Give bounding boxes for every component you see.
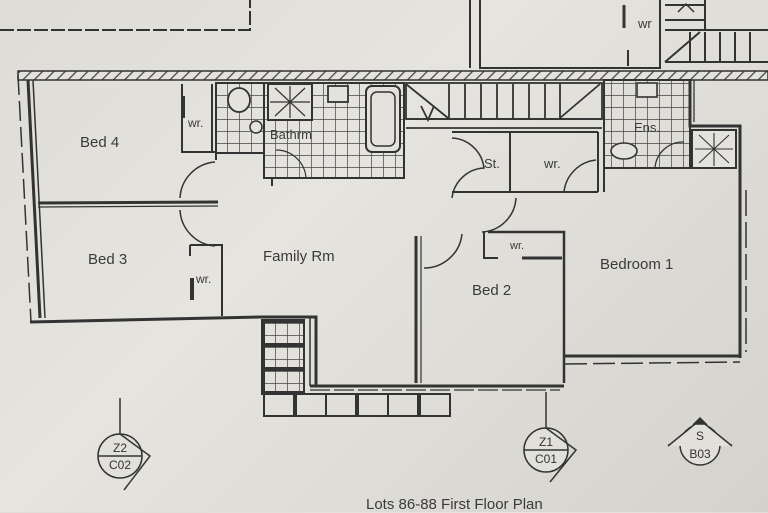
interior-walls	[37, 79, 747, 417]
section-marker-z1-top: Z1	[538, 435, 553, 449]
room-label-bed3: Bed 3	[88, 251, 128, 268]
wardrobe-label-bed3: wr.	[196, 272, 212, 286]
section-marker-z2-top: Z2	[112, 441, 127, 455]
room-label-hall-wardrobe: wr.	[544, 156, 561, 171]
room-label-store: St.	[484, 156, 500, 171]
west-wall	[17, 74, 261, 324]
room-label-bed2: Bed 2	[472, 282, 512, 299]
wardrobe-label-bed2: wr.	[510, 240, 525, 252]
adjacent-lot-outline	[0, 0, 768, 69]
section-marker-s-bottom: B03	[689, 447, 711, 461]
section-markers	[97, 392, 733, 491]
room-label-bed4: Bed 4	[80, 134, 120, 151]
section-marker-z1-bottom: C01	[534, 452, 557, 466]
wardrobe-label-adjacent: wr	[638, 16, 652, 31]
section-marker-z2-bottom: C02	[108, 458, 131, 472]
room-label-family-room: Family Rm	[263, 248, 335, 265]
room-label-bedroom1: Bedroom 1	[600, 256, 674, 273]
room-label-bathroom: Bathrm	[270, 127, 312, 142]
plan-title: Lots 86-88 First Floor Plan	[366, 496, 543, 513]
section-marker-s-top: S	[695, 429, 704, 443]
wardrobe-label-bed4: wr.	[188, 116, 204, 130]
north-wall	[17, 70, 768, 81]
room-label-ensuite: Ens.	[634, 120, 661, 135]
